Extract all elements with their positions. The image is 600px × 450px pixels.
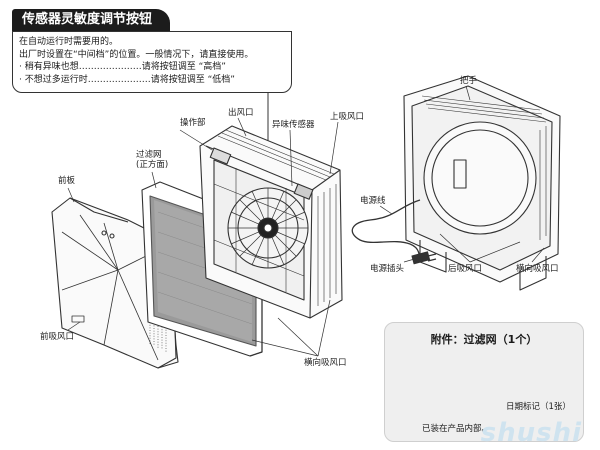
label-handle: 把手 (460, 76, 478, 86)
label-filter: 过滤网 (136, 150, 162, 160)
label-power-plug: 电源插头 (370, 264, 405, 274)
attachment-title: 附件：过滤网（1个） (430, 333, 538, 346)
label-odor-sensor: 异味传感器 (272, 120, 315, 130)
panel-description: 在自动运行时需要用的。 出厂时设置在“中间档”的位置。一般情况下，请直接使用。 … (12, 31, 292, 93)
panel-line-3: · 稍有异味也想…………………请将按钮调至 “高档” (19, 62, 226, 72)
label-top-inlet: 上吸风口 (330, 112, 365, 122)
main-unit-drawing (199, 125, 343, 319)
label-filter-note: (正方面) (136, 160, 169, 170)
label-rear-inlet: 后吸风口 (448, 264, 483, 274)
rear-unit-drawing (351, 75, 561, 291)
panel-line-2: 出厂时设置在“中间档”的位置。一般情况下，请直接使用。 (19, 49, 254, 60)
attachment-box: 附件：过滤网（1个） (384, 322, 584, 442)
attachment-note: 已装在产品内部。 (422, 424, 491, 434)
label-power-cord: 电源线 (360, 196, 386, 206)
label-side-inlet-right: 横向吸风口 (516, 264, 559, 274)
label-operation: 操作部 (180, 118, 206, 128)
attachment-date-label: 日期标记（1张） (506, 402, 571, 412)
panel-title: 传感器灵敏度调节按钮 (12, 9, 171, 31)
panel-line-4: · 不想过多运行时…………………请将按钮调至 “低档” (19, 74, 235, 85)
label-front-panel: 前板 (58, 176, 76, 186)
label-outlet: 出风口 (228, 108, 254, 118)
label-front-inlet: 前吸风口 (40, 332, 75, 342)
watermark: shushi (480, 418, 582, 448)
label-side-inlet: 横向吸风口 (304, 358, 347, 368)
panel-line-1: 在自动运行时需要用的。 (19, 37, 119, 47)
